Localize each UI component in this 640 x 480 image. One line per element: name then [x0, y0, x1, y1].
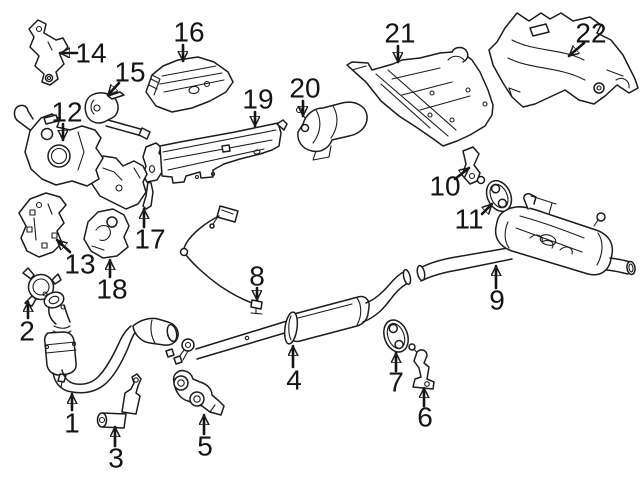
callout-arrow-15: [106, 81, 121, 97]
part-9-rear-muffler: [494, 193, 636, 276]
part-21-front-floor-heat-shield: [346, 46, 494, 147]
part-22-rear-floor-heat-shield: [488, 12, 639, 108]
callout-label-1: 1: [64, 408, 80, 439]
callout-label-20: 20: [289, 73, 320, 104]
part-14-mounting-bracket: [28, 19, 69, 86]
callout-label-18: 18: [96, 274, 127, 305]
part-13-heat-shield: [18, 192, 67, 258]
callout-label-8: 8: [249, 261, 265, 292]
callout-label-19: 19: [242, 84, 273, 115]
callout-arrow-13: [55, 238, 72, 254]
callout-label-13: 13: [64, 249, 95, 280]
callout-arrow-10: [453, 166, 471, 181]
callout-label-5: 5: [197, 431, 213, 462]
callout-label-15: 15: [114, 57, 145, 88]
callout-label-6: 6: [417, 402, 433, 433]
part-19-exhaust-pipe-heat-shield: [142, 119, 288, 210]
callout-label-16: 16: [173, 17, 204, 48]
callout-label-9: 9: [489, 285, 505, 316]
part-6-hanger-bracket: [408, 343, 435, 390]
part-5-support-bracket: [172, 369, 225, 416]
part-1-front-pipe-catalytic-converter: [42, 291, 195, 394]
callout-label-22: 22: [575, 18, 606, 49]
part-17-support-bracket: [91, 155, 148, 210]
part-16-heat-shield: [145, 56, 234, 113]
callout-arrow-11: [480, 202, 494, 214]
part-3-support-bracket: [96, 373, 142, 429]
part-18-heat-shield: [83, 208, 130, 259]
callout-label-3: 3: [108, 443, 124, 474]
callout-arrow-22: [567, 41, 586, 58]
callout-label-21: 21: [384, 18, 415, 49]
callout-label-12: 12: [51, 97, 82, 128]
callout-label-7: 7: [388, 367, 404, 398]
part-7-exhaust-rubber-mount: [383, 319, 409, 353]
part-12-manifold-heat-shield: [13, 104, 104, 187]
part-4-center-pipe-resonator: [195, 295, 370, 360]
part-8-oxygen-sensor-cable: [179, 205, 263, 315]
callout-label-17: 17: [134, 224, 165, 255]
callout-label-11: 11: [454, 204, 483, 235]
rear-exhaust-pipe: [362, 247, 513, 323]
callout-label-10: 10: [429, 171, 460, 202]
callout-label-14: 14: [75, 38, 106, 69]
callout-label-2: 2: [19, 316, 35, 347]
part-10-hanger-bracket: [461, 146, 486, 185]
callout-label-4: 4: [286, 365, 302, 396]
part-20-heat-shield: [295, 101, 368, 161]
